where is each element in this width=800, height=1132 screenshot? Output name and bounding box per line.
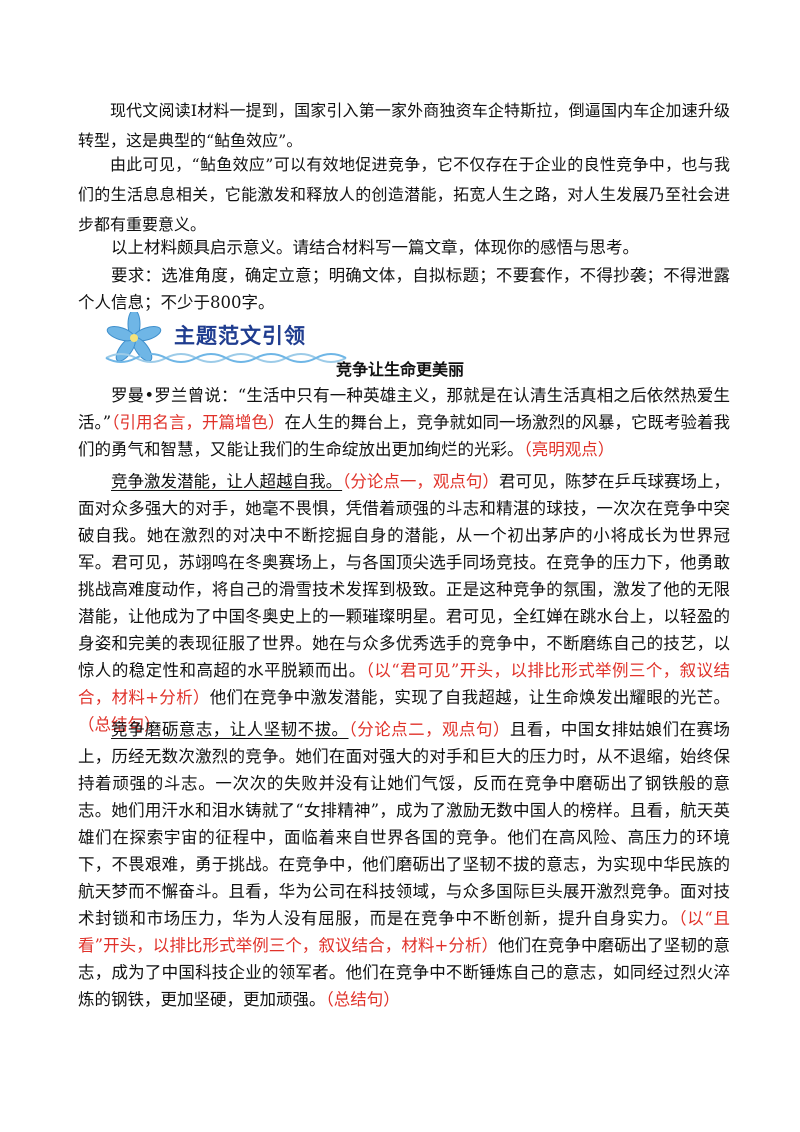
essay-text: 君可见，陈梦在乒乓球赛场上，面对众多强大的对手，她毫不畏惧，凭借着顽强的斗志和精… <box>78 472 731 680</box>
essay-text: 他们在竞争中磨砺出了坚韧的意志，成为了中国科技企业的领军者。他们在竞争中不断锤炼… <box>78 936 731 1009</box>
blue-flower-icon <box>105 309 347 363</box>
annotation: （以“君可见”开头，以排比形式举例三个，叙议结合，材料+分析） <box>78 661 730 707</box>
annotation: （亮明观点） <box>523 440 615 459</box>
prompt-paragraph-2: 由此可见，“鲇鱼效应”可以有效地促进竞争，它不仅存在于企业的良性竞争中，也与我们… <box>78 155 730 234</box>
essay-paragraph-3: 竞争磨砺意志，让人坚韧不拔。（分论点二，观点句）且看，中国女排姑娘们在赛场上，历… <box>78 716 730 1013</box>
prompt-paragraph-1: 现代文阅读Ⅰ材料一提到，国家引入第一家外商独资车企特斯拉，倒逼国内车企加速升级转… <box>78 101 730 150</box>
annotation: （分论点二，观点句） <box>348 720 510 739</box>
annotation: （总结句） <box>325 990 400 1009</box>
section-banner-title: 主题范文引领 <box>174 324 306 348</box>
essay-text: 罗曼•罗兰曾说：“生活中只有一种英雄主义，那就是在认清生活真相之后依然热爱生活。… <box>78 386 730 432</box>
essay-text: 在人生的舞台上，竞争就如同一场激烈的风暴，它既考验着我们的勇气和智慧，又能让我们… <box>78 413 731 459</box>
annotation: （以“且看”开头，以排比形式举例三个，叙议结合，材料+分析） <box>78 909 731 955</box>
annotation: （引用名言，开篇增色） <box>111 413 285 432</box>
annotation: （分论点一，观点句） <box>342 472 499 491</box>
essay-title: 竞争让生命更美丽 <box>335 360 464 379</box>
thesis-sentence: 竞争激发潜能，让人超越自我。 <box>111 472 343 491</box>
essay-text: 他们在竞争中激发潜能，实现了自我超越，让生命焕发出耀眼的光芒。 <box>209 688 731 707</box>
section-banner: 主题范文引领 <box>96 309 356 372</box>
annotation: （总结句） <box>78 715 161 734</box>
prompt-paragraph-3: 以上材料颇具启示意义。请结合材料写一篇文章，体现你的感悟与思考。 <box>111 238 639 257</box>
thesis-sentence: 竞争磨砺意志，让人坚韧不拔。 <box>111 720 349 739</box>
prompt-requirements: 要求：选准角度，确定立意；明确文体，自拟标题；不要套作，不得抄袭；不得泄露个人信… <box>78 266 730 312</box>
essay-paragraph-2: 竞争激发潜能，让人超越自我。（分论点一，观点句）君可见，陈梦在乒乓球赛场上，面对… <box>78 468 730 738</box>
essay-text: 且看，中国女排姑娘们在赛场上，历经无数次激烈的竞争。她们在面对强大的对手和巨大的… <box>78 720 731 928</box>
essay-paragraph-1: 罗曼•罗兰曾说：“生活中只有一种英雄主义，那就是在认清生活真相之后依然热爱生活。… <box>78 382 730 463</box>
